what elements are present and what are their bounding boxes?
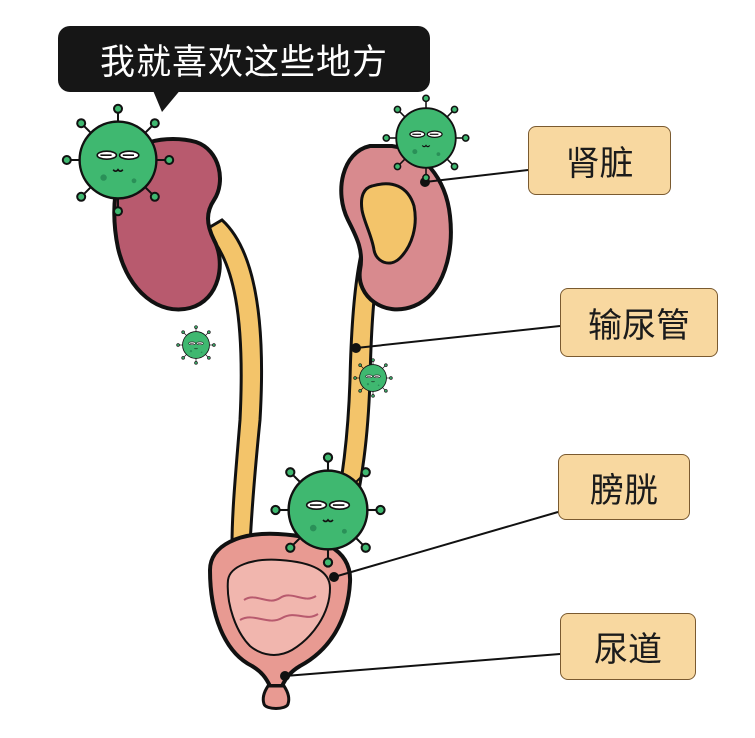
kidney-leader-line	[424, 169, 529, 183]
label-urethra: 尿道	[560, 613, 696, 680]
ureter-leader-line	[355, 325, 561, 349]
bladder-leader-line	[333, 511, 559, 578]
ureter-leader-dot	[351, 343, 361, 353]
speech-bubble-tail	[152, 88, 182, 112]
bladder-inner-wall	[226, 558, 332, 656]
virus-right-kidney	[382, 94, 470, 182]
speech-bubble: 我就喜欢这些地方	[58, 26, 430, 92]
virus-small-left	[176, 325, 216, 365]
virus-small-right	[353, 358, 393, 398]
urethra-leader-line	[284, 653, 561, 677]
speech-bubble-text: 我就喜欢这些地方	[99, 42, 388, 83]
label-kidney: 肾脏	[528, 126, 671, 195]
urethra-leader-dot	[280, 671, 290, 681]
label-ureter: 输尿管	[560, 288, 718, 357]
bladder-leader-dot	[329, 572, 339, 582]
urethra	[261, 684, 291, 710]
virus-bladder	[270, 452, 386, 568]
virus-left-kidney	[61, 103, 175, 217]
bladder-folds	[239, 594, 319, 622]
label-bladder: 膀胱	[558, 454, 690, 520]
right-kidney-pelvis	[360, 182, 417, 265]
